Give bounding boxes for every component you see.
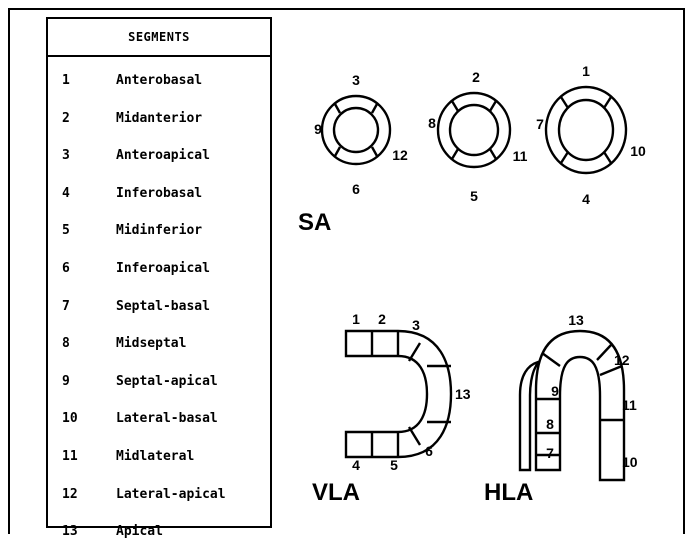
vla-label-1: 1 xyxy=(352,311,360,327)
sa-ring-basal xyxy=(546,87,626,173)
hla-diagram xyxy=(520,331,624,480)
vla-label-6: 6 xyxy=(425,443,433,459)
sa3-label-bottom: 4 xyxy=(582,191,590,207)
sa2-label-bottom: 5 xyxy=(470,188,478,204)
hla-label-13: 13 xyxy=(568,312,584,328)
sa-ring-apical xyxy=(322,96,390,164)
hla-label-7: 7 xyxy=(546,445,554,461)
vla-label-3: 3 xyxy=(412,317,420,333)
hla-label-10: 10 xyxy=(622,454,638,470)
vla-label-4: 4 xyxy=(352,457,360,473)
sa1-label-bottom: 6 xyxy=(352,181,360,197)
hla-label-12: 12 xyxy=(614,352,630,368)
sa-view-title: SA xyxy=(298,209,331,236)
vla-label-5: 5 xyxy=(390,457,398,473)
sa3-label-left: 7 xyxy=(536,116,544,132)
hla-label-8: 8 xyxy=(546,416,554,432)
sa2-label-top: 2 xyxy=(472,69,480,85)
hla-label-11: 11 xyxy=(622,397,637,413)
vla-label-13: 13 xyxy=(455,386,471,402)
sa1-label-right: 12 xyxy=(392,147,408,163)
sa-ring-mid xyxy=(438,93,510,167)
sa1-label-left: 9 xyxy=(314,121,322,137)
hla-label-9: 9 xyxy=(551,383,559,399)
sa3-label-right: 10 xyxy=(630,143,646,159)
vla-view-title: VLA xyxy=(312,479,360,506)
sa3-label-top: 1 xyxy=(582,63,590,79)
sa1-label-top: 3 xyxy=(352,72,360,88)
sa2-label-right: 11 xyxy=(513,148,528,164)
vla-label-2: 2 xyxy=(378,311,386,327)
vla-diagram xyxy=(346,331,451,457)
sa2-label-left: 8 xyxy=(428,115,436,131)
hla-view-title: HLA xyxy=(484,479,533,506)
